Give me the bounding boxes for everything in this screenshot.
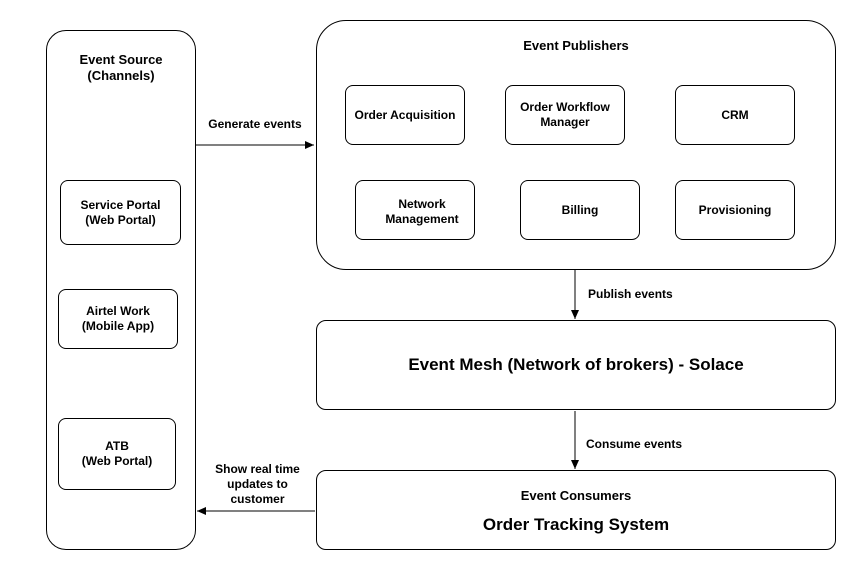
publisher-order-workflow-manager: Order Workflow Manager: [505, 85, 625, 145]
publisher-crm: CRM: [675, 85, 795, 145]
publisher-billing: Billing: [520, 180, 640, 240]
show-updates-label: Show real time updates to customer: [215, 462, 300, 506]
publisher-network-management: Network Management: [355, 180, 475, 240]
generate-events-label: Generate events: [208, 117, 302, 131]
channel-airtel-work: Airtel Work (Mobile App): [58, 289, 178, 349]
consume-events-label: Consume events: [586, 437, 683, 451]
order-tracking-system-label: Order Tracking System: [482, 515, 670, 534]
event-consumers-title: Event Consumers: [520, 488, 632, 503]
event-source-title: Event Source (Channels): [79, 52, 163, 83]
event-publishers-title: Event Publishers: [523, 38, 629, 53]
channel-atb: ATB (Web Portal): [58, 418, 176, 490]
event-mesh-panel: Event Mesh (Network of brokers) - Solace: [316, 320, 836, 410]
event-mesh-title: Event Mesh (Network of brokers) - Solace: [408, 355, 744, 374]
channel-service-portal: Service Portal (Web Portal): [60, 180, 181, 245]
publish-events-label: Publish events: [588, 287, 673, 301]
publisher-order-acquisition: Order Acquisition: [345, 85, 465, 145]
event-consumers-panel: [316, 470, 836, 550]
publisher-provisioning: Provisioning: [675, 180, 795, 240]
